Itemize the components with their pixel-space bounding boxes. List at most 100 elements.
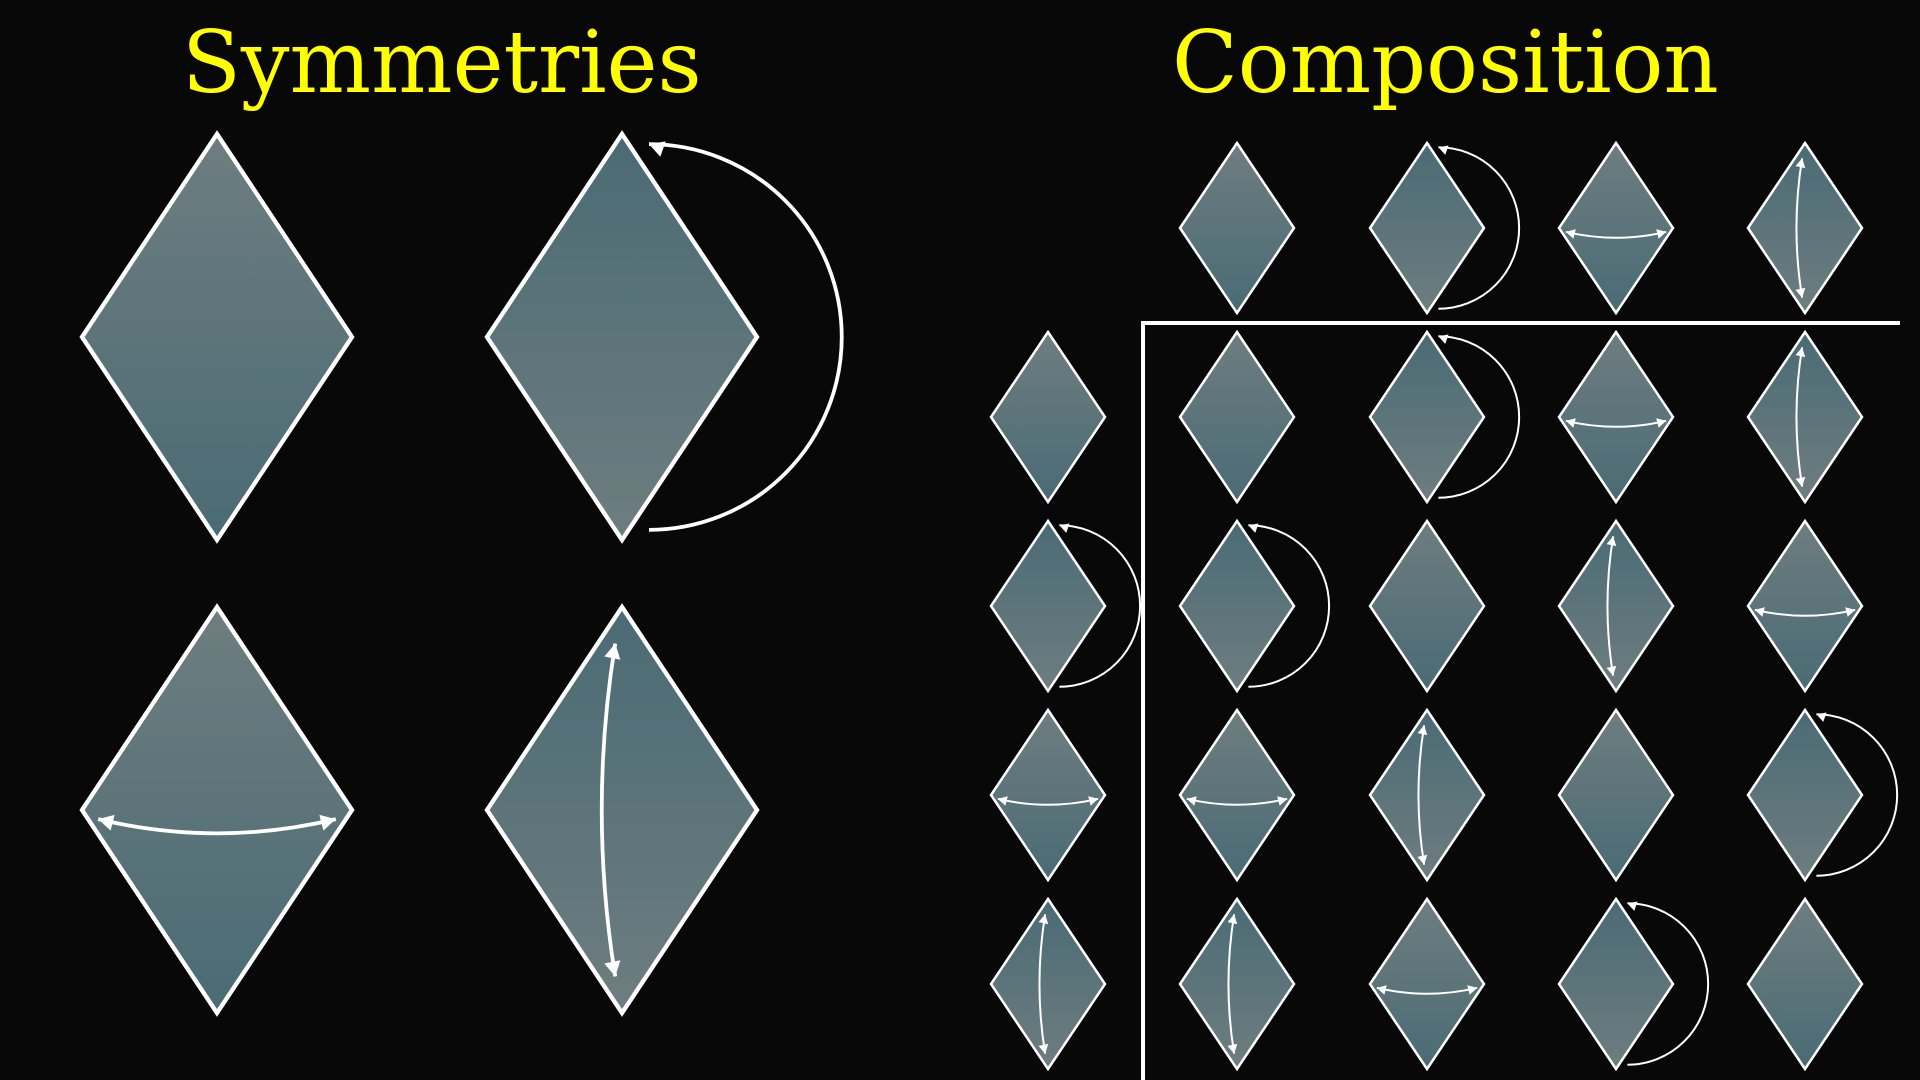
vertical-flip-arrow — [1795, 347, 1804, 487]
rotation-arrow — [648, 142, 844, 532]
horizontal-flip-arrow — [1565, 419, 1667, 428]
horizontal-arrowhead-left — [98, 814, 115, 831]
horizontal-arrowhead-left — [997, 796, 1008, 806]
composition-title: Composition — [1172, 13, 1719, 113]
vertical-arrowhead-top — [1795, 158, 1806, 169]
cell-horizontal-flip-rotation — [1746, 707, 1899, 883]
cell-vertical-flip-identity — [1746, 896, 1864, 1072]
diamond-shape — [989, 707, 1107, 883]
cell-rotation-vertical-flip — [1557, 518, 1675, 694]
horizontal-arrowhead-right — [1845, 607, 1856, 617]
diamond-shape — [1178, 518, 1296, 694]
cell-vertical-flip-vertical-flip — [1178, 896, 1296, 1072]
rotation-arrow — [1248, 524, 1331, 688]
rotation-arrow — [1438, 335, 1521, 499]
symmetries-title: Symmetries — [182, 13, 702, 113]
rotation-arrowhead — [1059, 523, 1070, 533]
cell-identity-rotation — [1368, 329, 1521, 505]
cell-rotation-identity — [1368, 518, 1486, 694]
cell-rotation-rotation — [1178, 518, 1331, 694]
cell-rotation-horizontal-flip — [1746, 518, 1864, 694]
horizontal-arrowhead-right — [1088, 796, 1099, 806]
diamond-shape — [1746, 896, 1864, 1072]
row-label-rotation — [989, 518, 1142, 694]
vertical-flip-arrow — [1038, 914, 1047, 1054]
vertical-arrowhead-top — [1606, 536, 1617, 547]
diamond-shape — [989, 896, 1107, 1072]
diamond-shape — [1557, 896, 1675, 1072]
diamond-shape — [1557, 329, 1675, 505]
vertical-flip-arrow — [599, 643, 618, 977]
symmetries-group — [79, 130, 844, 1017]
cell-identity-vertical-flip — [1746, 329, 1864, 505]
symmetry-vertical-flip — [484, 603, 760, 1017]
diamond-shape — [1746, 329, 1864, 505]
horizontal-flip-arrow — [1565, 230, 1667, 239]
vertical-arrowhead-bottom — [1795, 287, 1806, 298]
horizontal-flip-arrow — [1186, 797, 1288, 806]
horizontal-flip-arrow — [1754, 608, 1856, 617]
horizontal-arrowhead-left — [1376, 985, 1387, 995]
rotation-arrowhead — [1248, 523, 1259, 533]
diamond-shape — [79, 130, 355, 544]
vertical-arrowhead-bottom — [1227, 1043, 1238, 1054]
diamond-shape — [1746, 707, 1864, 883]
horizontal-arrowhead-left — [1565, 229, 1576, 239]
rotation-arrow — [1059, 524, 1142, 688]
diamond-shape — [1368, 707, 1486, 883]
vertical-flip-arrow — [1417, 725, 1426, 865]
cell-vertical-flip-horizontal-flip — [1368, 896, 1486, 1072]
vertical-flip-arrow — [1606, 536, 1615, 676]
diamond-shape — [1368, 518, 1486, 694]
cell-identity-identity — [1178, 329, 1296, 505]
vertical-arrowhead-top — [1038, 914, 1049, 925]
diamond-shape — [1557, 518, 1675, 694]
diamond-shape — [1746, 140, 1864, 316]
rotation-arrowhead — [649, 141, 666, 157]
cell-horizontal-flip-identity — [1557, 707, 1675, 883]
symmetry-identity — [79, 130, 355, 544]
diamond-shape — [1368, 896, 1486, 1072]
diamond-shape — [1178, 896, 1296, 1072]
horizontal-arrowhead-right — [1656, 418, 1667, 428]
composition-group — [989, 140, 1899, 1072]
horizontal-flip-arrow — [97, 817, 337, 836]
diamond-shape — [1178, 329, 1296, 505]
horizontal-arrowhead-left — [1754, 607, 1765, 617]
cell-horizontal-flip-vertical-flip — [1368, 707, 1486, 883]
vertical-arrowhead-bottom — [1038, 1043, 1049, 1054]
diamond-shape — [989, 518, 1107, 694]
rotation-arrowhead — [1816, 712, 1827, 722]
vertical-flip-arrow — [1227, 914, 1236, 1054]
vertical-arrowhead-bottom — [1606, 665, 1617, 676]
row-label-vertical-flip — [989, 896, 1107, 1072]
cell-vertical-flip-rotation — [1557, 896, 1710, 1072]
cell-horizontal-flip-horizontal-flip — [1178, 707, 1296, 883]
diamond-shape — [1178, 140, 1296, 316]
diamond-shape — [79, 603, 355, 1017]
header-rotation — [1368, 140, 1521, 316]
rotation-arrow — [1627, 902, 1710, 1066]
vertical-arrowhead-top — [1227, 914, 1238, 925]
rotation-arrowhead — [1627, 901, 1638, 911]
symmetry-rotation — [484, 130, 844, 544]
vertical-arrowhead-top — [1795, 347, 1806, 358]
horizontal-flip-arrow — [1376, 986, 1478, 995]
vertical-arrowhead-bottom — [604, 960, 621, 977]
horizontal-arrowhead-right — [1277, 796, 1288, 806]
diamond-shape — [1557, 707, 1675, 883]
diamond-shape — [1746, 518, 1864, 694]
vertical-arrowhead-top — [604, 643, 621, 660]
vertical-arrowhead-bottom — [1417, 854, 1428, 865]
rotation-arrowhead — [1438, 334, 1449, 344]
table-lines — [1141, 321, 1900, 1080]
symmetry-horizontal-flip — [79, 603, 355, 1017]
horizontal-flip-arrow — [997, 797, 1099, 806]
rotation-arrow — [1438, 146, 1521, 310]
cell-identity-horizontal-flip — [1557, 329, 1675, 505]
horizontal-arrowhead-left — [1186, 796, 1197, 806]
diamond-shape — [484, 603, 760, 1017]
horizontal-arrowhead-left — [1565, 418, 1576, 428]
